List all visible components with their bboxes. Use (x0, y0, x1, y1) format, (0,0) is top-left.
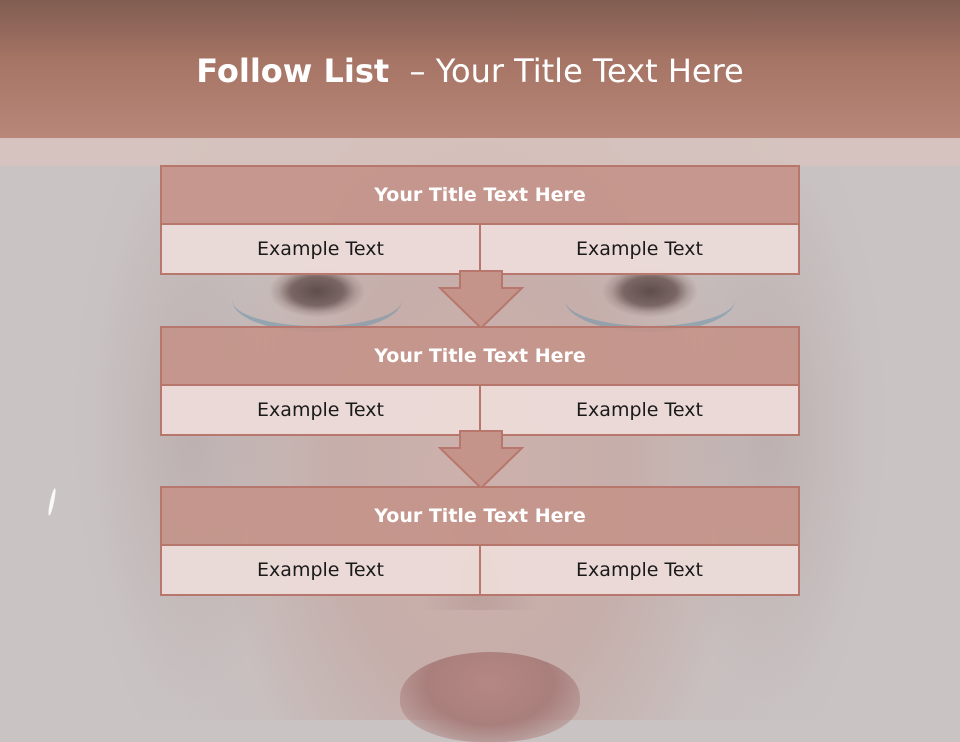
right-eye (565, 268, 735, 332)
flow-box-title: Your Title Text Here (162, 328, 798, 386)
flow-box-title: Your Title Text Here (162, 488, 798, 546)
flow-box-cell-right: Example Text (479, 225, 798, 273)
down-arrow-icon (438, 430, 524, 490)
flow-box-1: Your Title Text Here Example Text Exampl… (160, 165, 800, 275)
flow-box-cell-left: Example Text (257, 559, 384, 581)
left-eye (232, 268, 402, 332)
lips (400, 652, 580, 742)
slide-title: Follow List – Your Title Text Here (0, 52, 940, 90)
flow-box-row: Example Text Example Text (162, 225, 798, 273)
slide-title-rest: – Your Title Text Here (389, 52, 744, 90)
flow-box-cell-right: Example Text (479, 386, 798, 434)
flow-box-cell-right: Example Text (479, 546, 798, 594)
slide-title-bold: Follow List (196, 52, 390, 90)
header-strip (0, 138, 960, 166)
flow-box-row: Example Text Example Text (162, 546, 798, 594)
down-arrow-icon (438, 270, 524, 330)
flow-box-3: Your Title Text Here Example Text Exampl… (160, 486, 800, 596)
flow-box-row: Example Text Example Text (162, 386, 798, 434)
header-band (0, 0, 960, 138)
flow-box-cell-left: Example Text (257, 399, 384, 421)
light-glint (47, 487, 57, 517)
flow-box-title: Your Title Text Here (162, 167, 798, 225)
flow-box-2: Your Title Text Here Example Text Exampl… (160, 326, 800, 436)
flow-box-cell-left: Example Text (257, 238, 384, 260)
